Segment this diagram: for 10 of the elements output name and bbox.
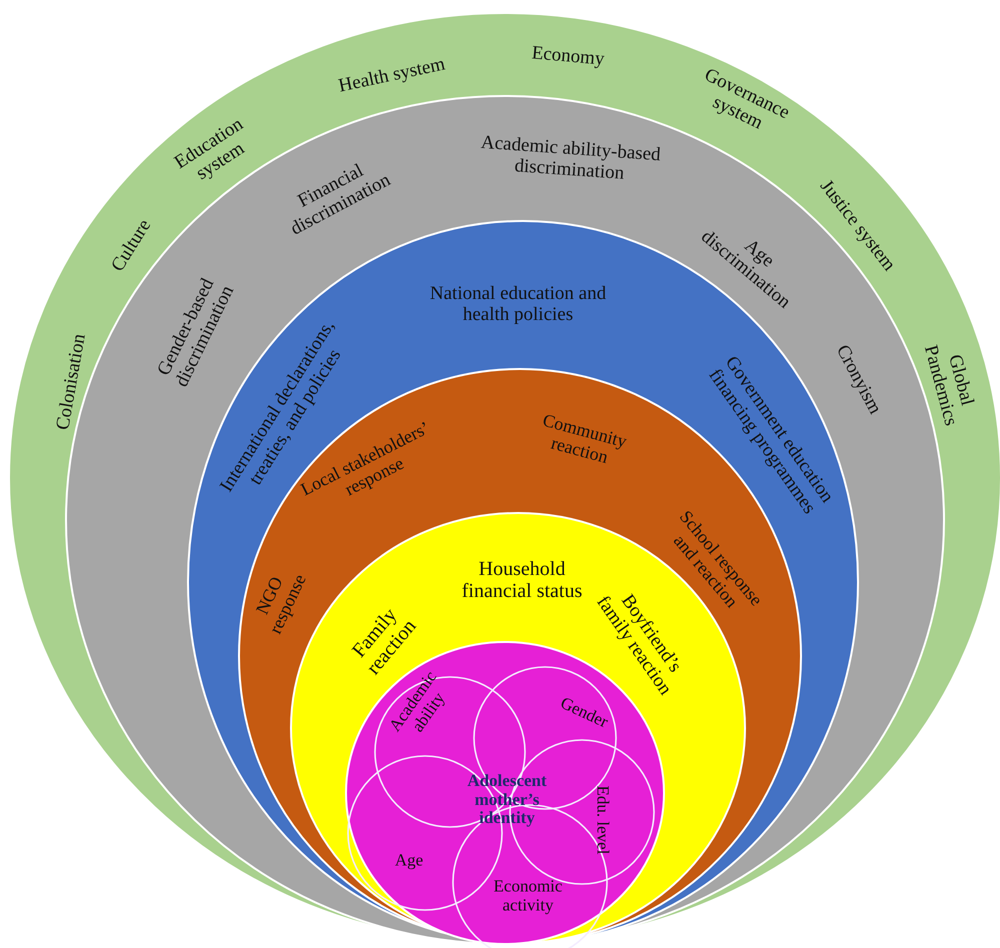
ring-label: Colonisation bbox=[51, 331, 91, 434]
factor-label: Age bbox=[394, 852, 424, 870]
factor-label: Economic activity bbox=[492, 877, 564, 915]
ring-label: Health system bbox=[336, 52, 448, 99]
ring-label: Academic ability-based discrimination bbox=[479, 131, 662, 186]
ring-label: Economy bbox=[530, 41, 606, 72]
ring-label: Household financial status bbox=[460, 558, 584, 602]
factor-label: Edu. level bbox=[592, 784, 612, 856]
ring-label: Global Pandemics bbox=[919, 342, 979, 430]
ring-label: National education and health policies bbox=[428, 284, 608, 326]
